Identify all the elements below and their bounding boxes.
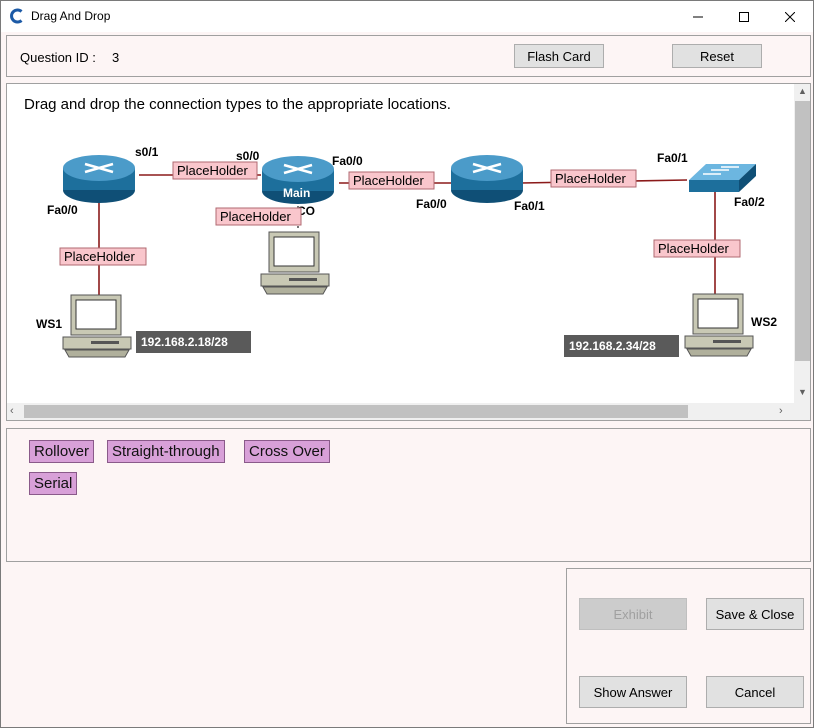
- title-bar: Drag And Drop: [1, 1, 813, 32]
- scroll-right-icon[interactable]: ›: [779, 405, 783, 417]
- label-main-s00: s0/0: [236, 149, 260, 163]
- minimize-button[interactable]: [675, 1, 721, 32]
- label-main-fa00: Fa0/0: [332, 154, 363, 168]
- flash-card-label: Flash Card: [527, 48, 591, 64]
- label-ws2: WS2: [751, 315, 777, 329]
- drag-item-serial[interactable]: Serial: [29, 472, 78, 495]
- app-logo-icon: [10, 8, 23, 24]
- window-title: Drag And Drop: [31, 9, 111, 23]
- switch-icon: [689, 164, 756, 192]
- question-prompt: Drag and drop the connection types to th…: [24, 96, 451, 113]
- reset-button[interactable]: Reset: [672, 44, 762, 68]
- placeholder-label: PlaceHolder: [658, 241, 729, 256]
- placeholder-label: PlaceHolder: [555, 171, 626, 186]
- horizontal-scrollbar[interactable]: ‹ ›: [7, 403, 794, 420]
- scroll-up-icon[interactable]: ▲: [798, 86, 807, 96]
- question-id-panel: Question ID : 3 Flash Card Reset: [6, 35, 811, 77]
- vertical-scroll-thumb[interactable]: [795, 101, 810, 361]
- exhibit-label: Exhibit: [613, 606, 653, 622]
- question-panel: Drag and drop the connection types to th…: [6, 83, 811, 421]
- placeholder-r3-switch[interactable]: PlaceHolder: [550, 169, 637, 188]
- workstation-ws2-icon: [684, 293, 754, 357]
- placeholder-label: PlaceHolder: [64, 249, 135, 264]
- scroll-corner: [794, 403, 810, 420]
- question-id-label: Question ID :: [20, 50, 96, 65]
- save-close-button[interactable]: Save & Close: [706, 598, 804, 630]
- ip-ws2: 192.168.2.34/28: [569, 339, 656, 353]
- label-sw-fa01: Fa0/1: [657, 151, 688, 165]
- cancel-button[interactable]: Cancel: [706, 676, 804, 708]
- maximize-button[interactable]: [721, 1, 767, 32]
- ip-ws1: 192.168.2.18/28: [141, 335, 228, 349]
- label-sw-fa02: Fa0/2: [734, 195, 765, 209]
- show-answer-label: Show Answer: [593, 684, 673, 700]
- actions-panel: Exhibit Save & Close Show Answer Cancel: [566, 568, 811, 724]
- placeholder-switch-ws2[interactable]: PlaceHolder: [653, 239, 741, 258]
- cancel-label: Cancel: [734, 684, 776, 700]
- save-close-label: Save & Close: [715, 606, 795, 622]
- close-icon: [785, 11, 795, 22]
- ip-badge-ws2: 192.168.2.34/28: [564, 335, 679, 357]
- ip-badge-ws1: 192.168.2.18/28: [136, 331, 251, 353]
- workstation-ws1-icon: [62, 294, 132, 358]
- placeholder-label: PlaceHolder: [220, 209, 291, 224]
- workstation-main-icon: [260, 231, 330, 295]
- drag-item-straight-through[interactable]: Straight-through: [107, 440, 225, 463]
- question-id-value: 3: [112, 50, 120, 65]
- minimize-icon: [693, 16, 703, 17]
- label-r3-fa01: Fa0/1: [514, 199, 545, 213]
- placeholder-label: PlaceHolder: [353, 173, 424, 188]
- exhibit-button[interactable]: Exhibit: [579, 598, 687, 630]
- placeholder-main-rollover[interactable]: PlaceHolder: [215, 207, 302, 226]
- show-answer-button[interactable]: Show Answer: [579, 676, 687, 708]
- maximize-icon: [739, 11, 749, 22]
- placeholder-main-r3[interactable]: PlaceHolder: [348, 171, 435, 190]
- label-main-name: Main: [283, 186, 310, 200]
- label-r3-fa00: Fa0/0: [416, 197, 447, 211]
- placeholder-r1-main[interactable]: PlaceHolder: [172, 161, 258, 180]
- network-diagram: s0/1 Fa0/0 s0/0 Fa0/0 Main CO Fa0/0 Fa0/…: [21, 140, 791, 402]
- scroll-left-icon[interactable]: ‹: [10, 405, 14, 417]
- horizontal-scroll-thumb[interactable]: [24, 405, 688, 418]
- label-ws1: WS1: [36, 317, 62, 331]
- vertical-scrollbar[interactable]: ▲ ▼: [794, 84, 810, 403]
- drag-item-rollover[interactable]: Rollover: [29, 440, 95, 463]
- label-r1-s01: s0/1: [135, 145, 159, 159]
- router-1-icon: [63, 155, 135, 203]
- placeholder-r1-ws1[interactable]: PlaceHolder: [59, 247, 147, 266]
- router-main-icon: [262, 156, 334, 204]
- scroll-down-icon[interactable]: ▼: [798, 387, 807, 397]
- reset-label: Reset: [700, 48, 734, 64]
- drag-item-cross-over[interactable]: Cross Over: [244, 440, 330, 463]
- placeholder-label: PlaceHolder: [177, 163, 248, 178]
- flash-card-button[interactable]: Flash Card: [514, 44, 604, 68]
- answer-items-panel: Rollover Straight-through Cross Over Ser…: [6, 428, 811, 562]
- router-3-icon: [451, 155, 523, 203]
- label-r1-fa00: Fa0/0: [47, 203, 78, 217]
- close-button[interactable]: [767, 1, 813, 32]
